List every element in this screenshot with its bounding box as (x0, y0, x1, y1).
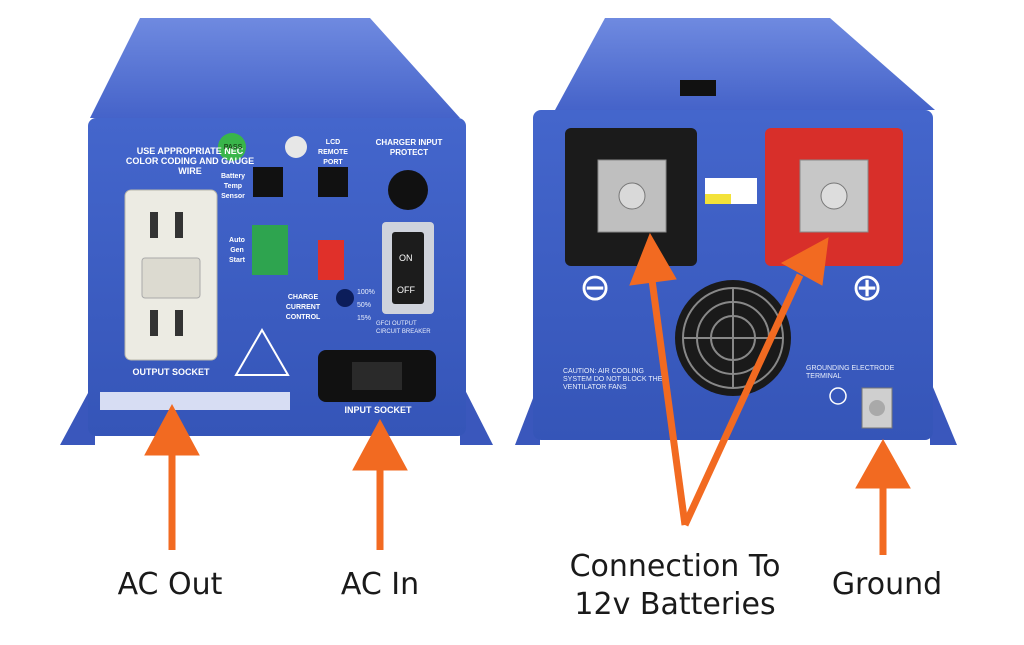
spec-sticker (100, 392, 290, 410)
ground-symbol-icon (829, 387, 847, 405)
pct-15: 15% (357, 315, 372, 322)
gfci-label: GFCI OUTPUT CIRCUIT BREAKER (376, 321, 431, 335)
auto-gen-label: Auto Gen Start (229, 237, 245, 264)
pass-badge-icon (218, 133, 246, 161)
grounding-label: GROUNDING ELECTRODE TERMINAL (806, 365, 895, 380)
heat-warning-icon (234, 328, 290, 376)
left-inverter-front (60, 18, 493, 445)
dip-switch (318, 240, 344, 280)
ground-arrowhead (855, 438, 911, 489)
switch-off-text: OFF (397, 285, 415, 295)
label-ground: Ground (831, 567, 943, 602)
label-ac-out: AC Out (117, 567, 223, 602)
color-coding-note: USE APPROPRIATE NEC COLOR CODING AND GAU… (125, 146, 255, 176)
pass-badge-text: PASS (223, 144, 243, 151)
right-inverter-back (515, 18, 957, 445)
lcd-remote-port (318, 167, 348, 197)
ac-in-arrowhead (352, 418, 408, 471)
output-socket-label: OUTPUT SOCKET (132, 367, 210, 377)
minus-symbol: ⊖ (579, 267, 611, 309)
callout-arrows (144, 232, 911, 555)
caution-text: CAUTION: AIR COOLING SYSTEM DO NOT BLOCK… (563, 368, 663, 391)
charge-control-label: CHARGE CURRENT CONTROL (285, 294, 321, 321)
plus-symbol: ⊕ (851, 267, 883, 309)
label-batteries-line1: Connection To (569, 549, 781, 584)
input-socket-label: INPUT SOCKET (344, 405, 412, 415)
lcd-port-label: LCD REMOTE PORT (318, 139, 348, 166)
right-foot (460, 380, 493, 445)
pct-100: 100% (357, 289, 375, 296)
left-foot (60, 380, 95, 445)
auto-gen-terminal (252, 225, 288, 275)
battery-temp-port (253, 167, 283, 197)
charge-knob (336, 289, 354, 307)
charger-input-label: CHARGER INPUT PROTECT (375, 138, 443, 157)
cert-badge-icon (285, 136, 307, 158)
right-top-surface (555, 18, 935, 110)
positive-arrow (681, 273, 804, 527)
ac-out-arrowhead (144, 403, 200, 456)
switch-on-text: ON (399, 253, 413, 263)
negative-arrowhead (629, 232, 677, 286)
negative-arrow (648, 279, 689, 526)
battery-temp-label: Battery Temp Sensor (220, 173, 246, 200)
positive-arrowhead (780, 237, 829, 286)
pct-50: 50% (357, 302, 372, 309)
label-batteries-line2: 12v Batteries (574, 587, 776, 622)
label-ac-in: AC In (340, 567, 420, 602)
charger-input-fuse (388, 170, 428, 210)
left-top-surface (90, 18, 460, 118)
